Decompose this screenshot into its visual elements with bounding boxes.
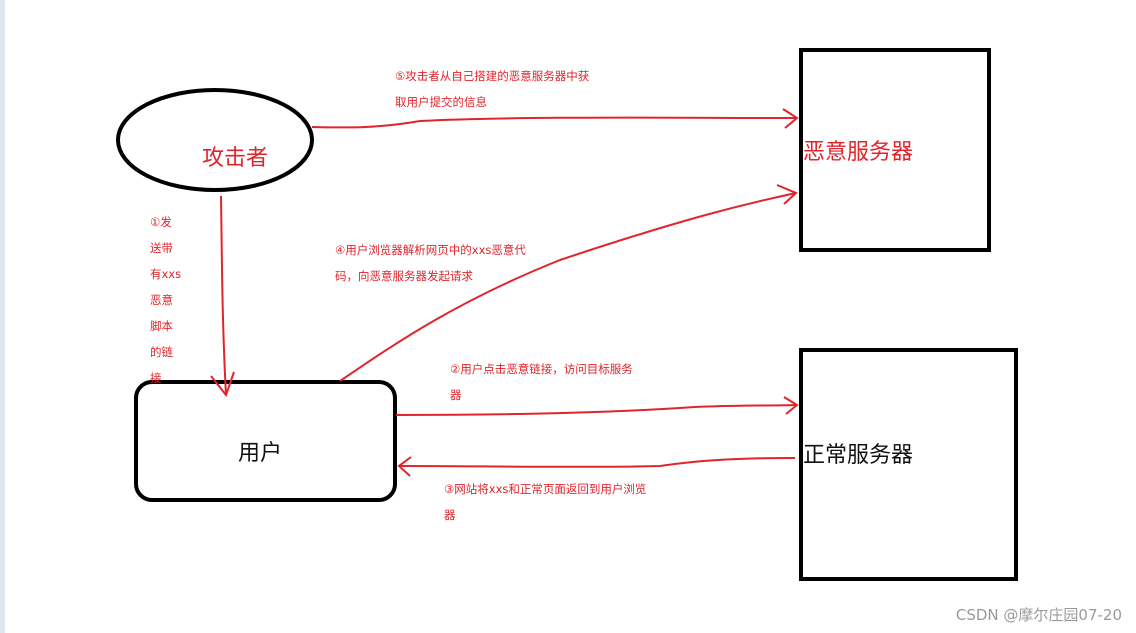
step3-label: ③网站将xxs和正常页面返回到用户浏览 器 [444, 476, 646, 528]
normal-server-label: 正常服务器 [803, 443, 914, 468]
arrow-step2 [395, 396, 799, 416]
step1-label: ①发 送带 有xxs 恶意 脚本 的链 接 [150, 209, 190, 391]
step4-line2: 码，向恶意服务器发起请求 [335, 269, 473, 283]
normal-server-box [799, 348, 1018, 581]
step2-line2: 器 [450, 388, 462, 402]
arrow-step3 [397, 456, 796, 477]
step5-line1: ⑤攻击者从自己搭建的恶意服务器中获 [395, 69, 590, 83]
step5-line2: 取用户提交的信息 [395, 95, 487, 109]
step1-line: 恶意 [150, 293, 173, 307]
step1-line: ①发 [150, 215, 172, 229]
step1-line: 脚本 [150, 319, 173, 333]
attacker-node-shape [116, 88, 314, 192]
step2-line1: ②用户点击恶意链接，访问目标服务 [450, 362, 633, 376]
step2-label: ②用户点击恶意链接，访问目标服务 器 [450, 356, 633, 408]
attacker-label: 攻击者 [202, 146, 269, 171]
step4-line1: ④用户浏览器解析网页中的xxs恶意代 [335, 243, 526, 257]
step1-line: 接 [150, 371, 162, 385]
arrow-step4 [339, 184, 798, 382]
window-edge [0, 0, 5, 633]
user-label: 用户 [238, 441, 283, 466]
step3-line2: 器 [444, 508, 456, 522]
malicious-server-label: 恶意服务器 [803, 140, 914, 165]
user-node-shape [134, 380, 397, 502]
arrow-step1 [210, 195, 235, 398]
step1-line: 送带 [150, 241, 173, 255]
arrow-step5 [311, 108, 799, 129]
step3-line1: ③网站将xxs和正常页面返回到用户浏览 [444, 482, 647, 496]
step1-line: 有xxs [150, 267, 182, 281]
step5-label: ⑤攻击者从自己搭建的恶意服务器中获 取用户提交的信息 [395, 63, 589, 115]
watermark: CSDN @摩尔庄园07-20 [955, 606, 1122, 624]
step4-label: ④用户浏览器解析网页中的xxs恶意代 码，向恶意服务器发起请求 [335, 237, 526, 289]
step1-line: 的链 [150, 345, 173, 359]
malicious-server-box [799, 48, 991, 252]
